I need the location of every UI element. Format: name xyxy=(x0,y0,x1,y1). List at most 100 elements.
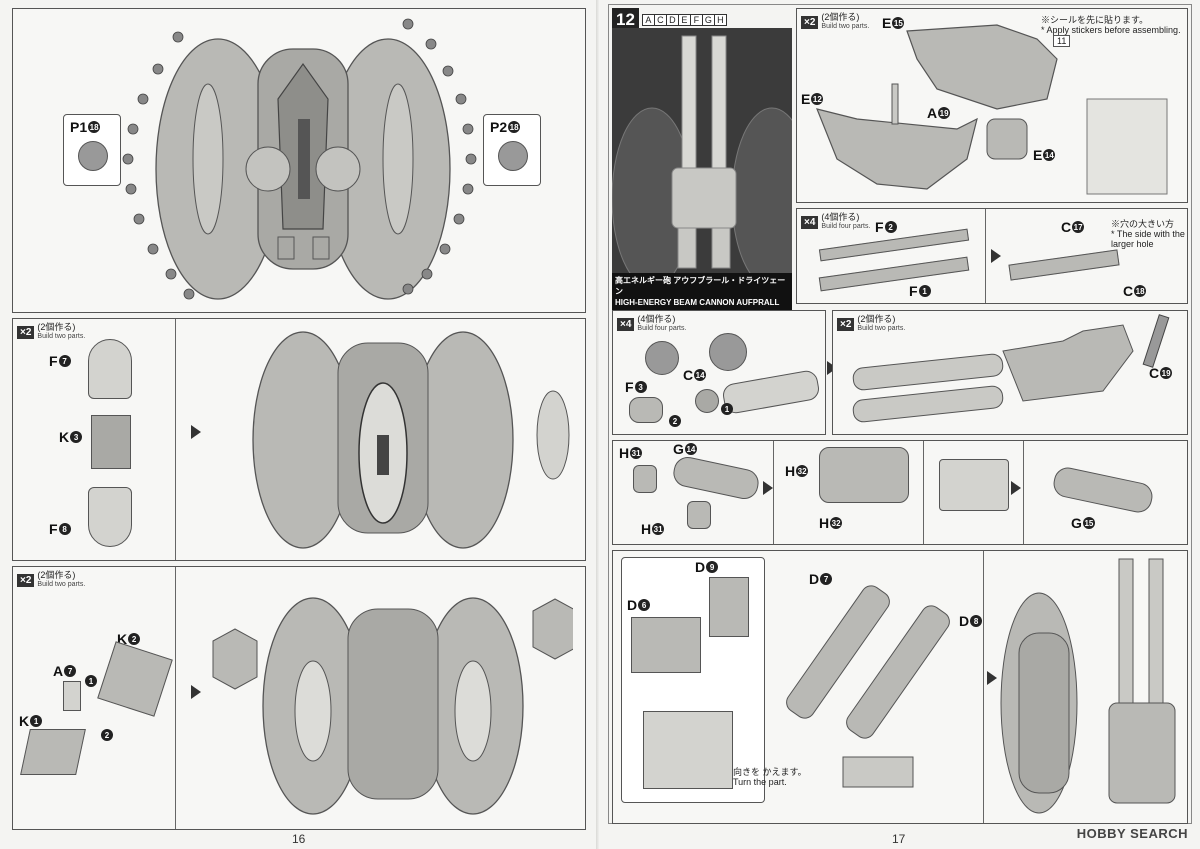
label-d8-number: 8 xyxy=(970,615,983,627)
turn-note: 向きを かえます。 Turn the part. xyxy=(733,767,807,787)
runner-d: D xyxy=(666,15,679,25)
label-f1-number: 1 xyxy=(918,285,931,297)
hole-note-en: * The side with the larger hole xyxy=(1111,229,1185,249)
label-f2-letter: F xyxy=(875,219,884,235)
muzzle-detail-a xyxy=(645,341,679,375)
label-g14-letter: G xyxy=(673,441,684,457)
build-count-badge: ×4 (4個作る)Build four parts. xyxy=(617,314,686,334)
label-p1-number: 18 xyxy=(88,121,101,133)
sticker-note-en: * Apply stickers before assembling. xyxy=(1041,25,1181,35)
assembled-base xyxy=(643,711,733,789)
label-e14-letter: E xyxy=(1033,147,1043,163)
part-f3 xyxy=(629,397,663,423)
runner-c: C xyxy=(654,15,667,25)
label-c19-letter: C xyxy=(1149,365,1160,381)
panel-divider xyxy=(923,441,924,544)
joint-final xyxy=(1050,464,1156,516)
multiplier: ×2 xyxy=(801,15,819,29)
panel-divider xyxy=(773,441,774,544)
label-f7-number: 7 xyxy=(58,355,71,367)
badge-en: Build two parts. xyxy=(857,325,906,332)
label-d6-number: 6 xyxy=(638,599,651,611)
part-h31-b xyxy=(687,501,711,529)
part-d6 xyxy=(631,617,701,673)
label-e15-number: 15 xyxy=(892,17,905,29)
hole-note: ※穴の大きい方 * The side with the larger hole xyxy=(1111,219,1187,249)
multiplier: ×2 xyxy=(17,325,35,339)
label-e14-number: 14 xyxy=(1043,149,1056,161)
completed-cannon-preview xyxy=(612,28,792,288)
shield-pod-assembly-illustration xyxy=(252,331,570,549)
label-f2-number: 2 xyxy=(884,221,897,233)
label-p1-letter: P1 xyxy=(70,119,88,135)
label-a7-number: 7 xyxy=(64,665,77,677)
label-f8-letter: F xyxy=(49,521,58,537)
sticker-reference: 11 xyxy=(1053,35,1071,47)
label-f3-letter: F xyxy=(625,379,634,395)
label-d9-letter: D xyxy=(695,559,706,575)
caption-jp: 高エネルギー砲 アウフブラール・ドライツェーン xyxy=(615,276,786,296)
label-f8-number: 8 xyxy=(58,523,71,535)
label-a19-letter: A xyxy=(927,105,938,121)
cannon-body-illustration xyxy=(816,24,1168,195)
label-h31-letter: H xyxy=(619,445,630,461)
part-f1 xyxy=(818,256,970,292)
badge-jp: (2個作る) xyxy=(37,570,76,580)
label-a19-number: 19 xyxy=(938,107,951,119)
label-e15-letter: E xyxy=(882,15,892,31)
badge-jp: (2個作る) xyxy=(857,314,896,324)
label-c19-number: 19 xyxy=(1160,367,1173,379)
part-g14 xyxy=(670,454,762,502)
p2-part-icon xyxy=(498,141,528,171)
panel-divider xyxy=(175,319,176,560)
cannon-preview-illustration xyxy=(612,35,792,288)
part-a7 xyxy=(63,681,81,711)
label-d9-number: 9 xyxy=(706,561,719,573)
multiplier: ×2 xyxy=(17,573,35,587)
label-c18-number: 18 xyxy=(1134,285,1147,297)
multiplier: ×4 xyxy=(617,317,635,331)
joint-assembly xyxy=(819,447,909,503)
label-p2-number: 18 xyxy=(508,121,521,133)
step-2-marker: 2 xyxy=(669,415,681,427)
barrel-tube xyxy=(721,368,821,416)
label-h32-letter: H xyxy=(785,463,796,479)
label-g14-number: 14 xyxy=(684,443,697,455)
part-k1 xyxy=(20,729,86,775)
step-1-marker: 1 xyxy=(721,403,733,415)
label-e12-letter: E xyxy=(801,91,811,107)
cannon-assembly-illustration xyxy=(852,314,1170,423)
runner-h: H xyxy=(714,15,726,25)
p1-part-icon xyxy=(78,141,108,171)
label-k1-number: 1 xyxy=(30,715,43,727)
build-count-badge: ×2 (2個作る)Build two parts. xyxy=(17,322,85,342)
label-h32-number: 32 xyxy=(796,465,809,477)
badge-en: Build four parts. xyxy=(821,223,871,230)
panel-divider xyxy=(175,567,176,829)
page-number: 17 xyxy=(892,832,906,846)
part-h31 xyxy=(633,465,657,493)
part-k2 xyxy=(97,641,173,717)
badge-en: Build two parts. xyxy=(37,333,86,340)
step-arrow xyxy=(1011,481,1021,495)
label-f3-number: 3 xyxy=(634,381,647,393)
label-h32b-letter: H xyxy=(819,515,830,531)
part-k3 xyxy=(91,415,131,469)
